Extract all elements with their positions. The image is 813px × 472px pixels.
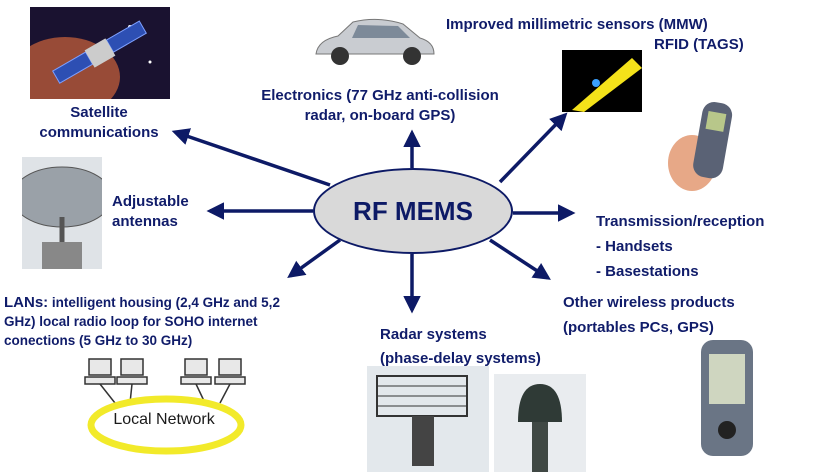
electronics-label: Electronics (77 GHz anti-collision radar… (261, 87, 499, 124)
antennas-label: Adjustable antennas (112, 193, 189, 230)
radar-dome-image (494, 374, 586, 472)
arrow-to-satellite (171, 128, 331, 187)
antenna-image (22, 157, 102, 269)
arrow-to-mmw (498, 112, 568, 184)
radar-label: Radar systems (phase-delay systems) (380, 326, 541, 367)
car-image (308, 12, 438, 70)
satellite-label: Satellite communications (39, 104, 159, 141)
mobile-phone-image (662, 98, 742, 198)
lans-prefix: LANs: (4, 294, 49, 311)
lans-label: LANs: intelligent housing (2,4 GHz and 5… (4, 294, 280, 348)
mmw-label: Improved millimetric sensors (MMW) RFID … (446, 16, 744, 53)
arrow-to-lans (287, 238, 342, 279)
rf-mems-hub: RF MEMS (313, 168, 513, 254)
radar-antenna-image (367, 366, 489, 472)
rfid-tag-image (562, 50, 642, 112)
transmission-label: Transmission/reception - Handsets - Base… (596, 213, 765, 280)
gps-device-image (697, 338, 757, 458)
local-network-label: Local Network (113, 411, 215, 428)
hub-label: RF MEMS (353, 195, 473, 226)
network-diagram (75, 355, 275, 460)
wireless-label: Other wireless products (portables PCs, … (563, 294, 735, 336)
arrow-to-wireless (489, 238, 551, 280)
satellite-image (30, 7, 170, 99)
